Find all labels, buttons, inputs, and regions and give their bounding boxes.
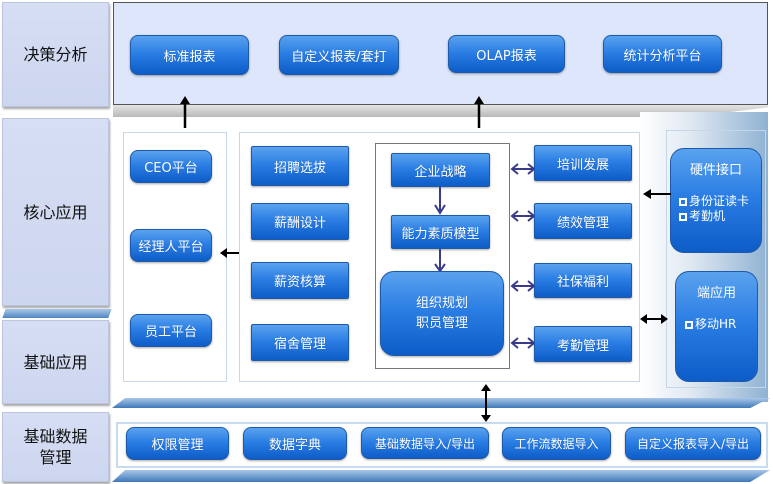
statistics-platform-button[interactable]: 统计分析平台 [603,35,722,73]
mobile-item-hr: 移动HR [685,317,757,332]
mobile-app-card[interactable]: 端应用 移动HR [675,271,758,382]
arrow-left-hardware [643,189,671,199]
mobile-item-hr-label: 移动HR [695,317,737,331]
dormitory-button[interactable]: 宿舍管理 [251,324,349,361]
payroll-button[interactable]: 薪资核算 [251,262,349,299]
arrow-up-right [474,96,484,128]
custom-report-button[interactable]: 自定义报表/套打 [279,35,399,75]
arrow-both-vertical [481,384,491,422]
mobile-title: 端应用 [696,286,736,301]
ceo-platform-button[interactable]: CEO平台 [130,150,212,183]
permission-management-button[interactable]: 权限管理 [126,427,229,460]
performance-button[interactable]: 绩效管理 [534,203,632,239]
competency-model-button[interactable]: 能力素质模型 [391,215,490,249]
layer-label-decision: 决策分析 [2,2,109,107]
recruitment-button[interactable]: 招聘选拔 [251,146,349,186]
separator-bar-lower [112,470,770,482]
layer-basic-data-text: 基础数据管理 [23,427,88,467]
layer-label-core: 核心应用 [2,118,109,306]
hardware-item-clock-label: 考勤机 [689,209,726,223]
layer-label-basic-data: 基础数据管理 [2,412,109,482]
layer-decision-text: 决策分析 [23,45,88,64]
arrow-both-performance [510,210,536,222]
hardware-title: 硬件接口 [689,163,742,178]
checkbox-icon [679,198,687,206]
arrow-both-welfare [510,280,536,292]
decision-panel-shadow [113,105,768,117]
org-planning-line2: 职员管理 [415,315,468,331]
layer-separator-left [2,309,112,318]
arrow-both-mobile [640,314,668,324]
employee-platform-button[interactable]: 员工平台 [130,314,212,347]
checkbox-icon [679,213,687,221]
org-planning-button[interactable]: 组织规划 职员管理 [380,271,504,356]
layer-core-text: 核心应用 [23,202,88,222]
training-button[interactable]: 培训发展 [534,145,632,181]
arrow-down-2 [434,249,446,273]
hardware-interface-card[interactable]: 硬件接口 身份证读卡 考勤机 [670,148,762,253]
device-box [666,130,766,388]
standard-report-button[interactable]: 标准报表 [130,35,249,75]
social-welfare-button[interactable]: 社保福利 [534,263,632,298]
compensation-design-button[interactable]: 薪酬设计 [251,203,349,240]
separator-bar-upper [112,398,770,408]
olap-report-button[interactable]: OLAP报表 [448,35,565,73]
arrow-both-attendance [510,337,536,349]
checkbox-icon [685,321,693,329]
hardware-item-idcard-label: 身份证读卡 [689,194,750,208]
layer-basic-app-text: 基础应用 [23,352,88,372]
layer-label-basic-app: 基础应用 [2,320,109,404]
manager-platform-button[interactable]: 经理人平台 [130,229,212,262]
workflow-data-import-button[interactable]: 工作流数据导入 [502,427,611,460]
org-planning-line1: 组织规划 [415,295,468,311]
hardware-item-idcard: 身份证读卡 [679,194,761,209]
data-dictionary-button[interactable]: 数据字典 [243,427,347,460]
strategy-button[interactable]: 企业战略 [391,153,490,187]
arrow-both-training [510,163,536,175]
custom-report-import-export-button[interactable]: 自定义报表导入/导出 [625,427,761,460]
arrow-down-1 [434,187,446,215]
arrow-up-left [180,96,190,128]
basic-data-import-export-button[interactable]: 基础数据导入/导出 [361,427,489,459]
attendance-button[interactable]: 考勤管理 [534,326,632,362]
hardware-item-clock: 考勤机 [679,209,761,224]
